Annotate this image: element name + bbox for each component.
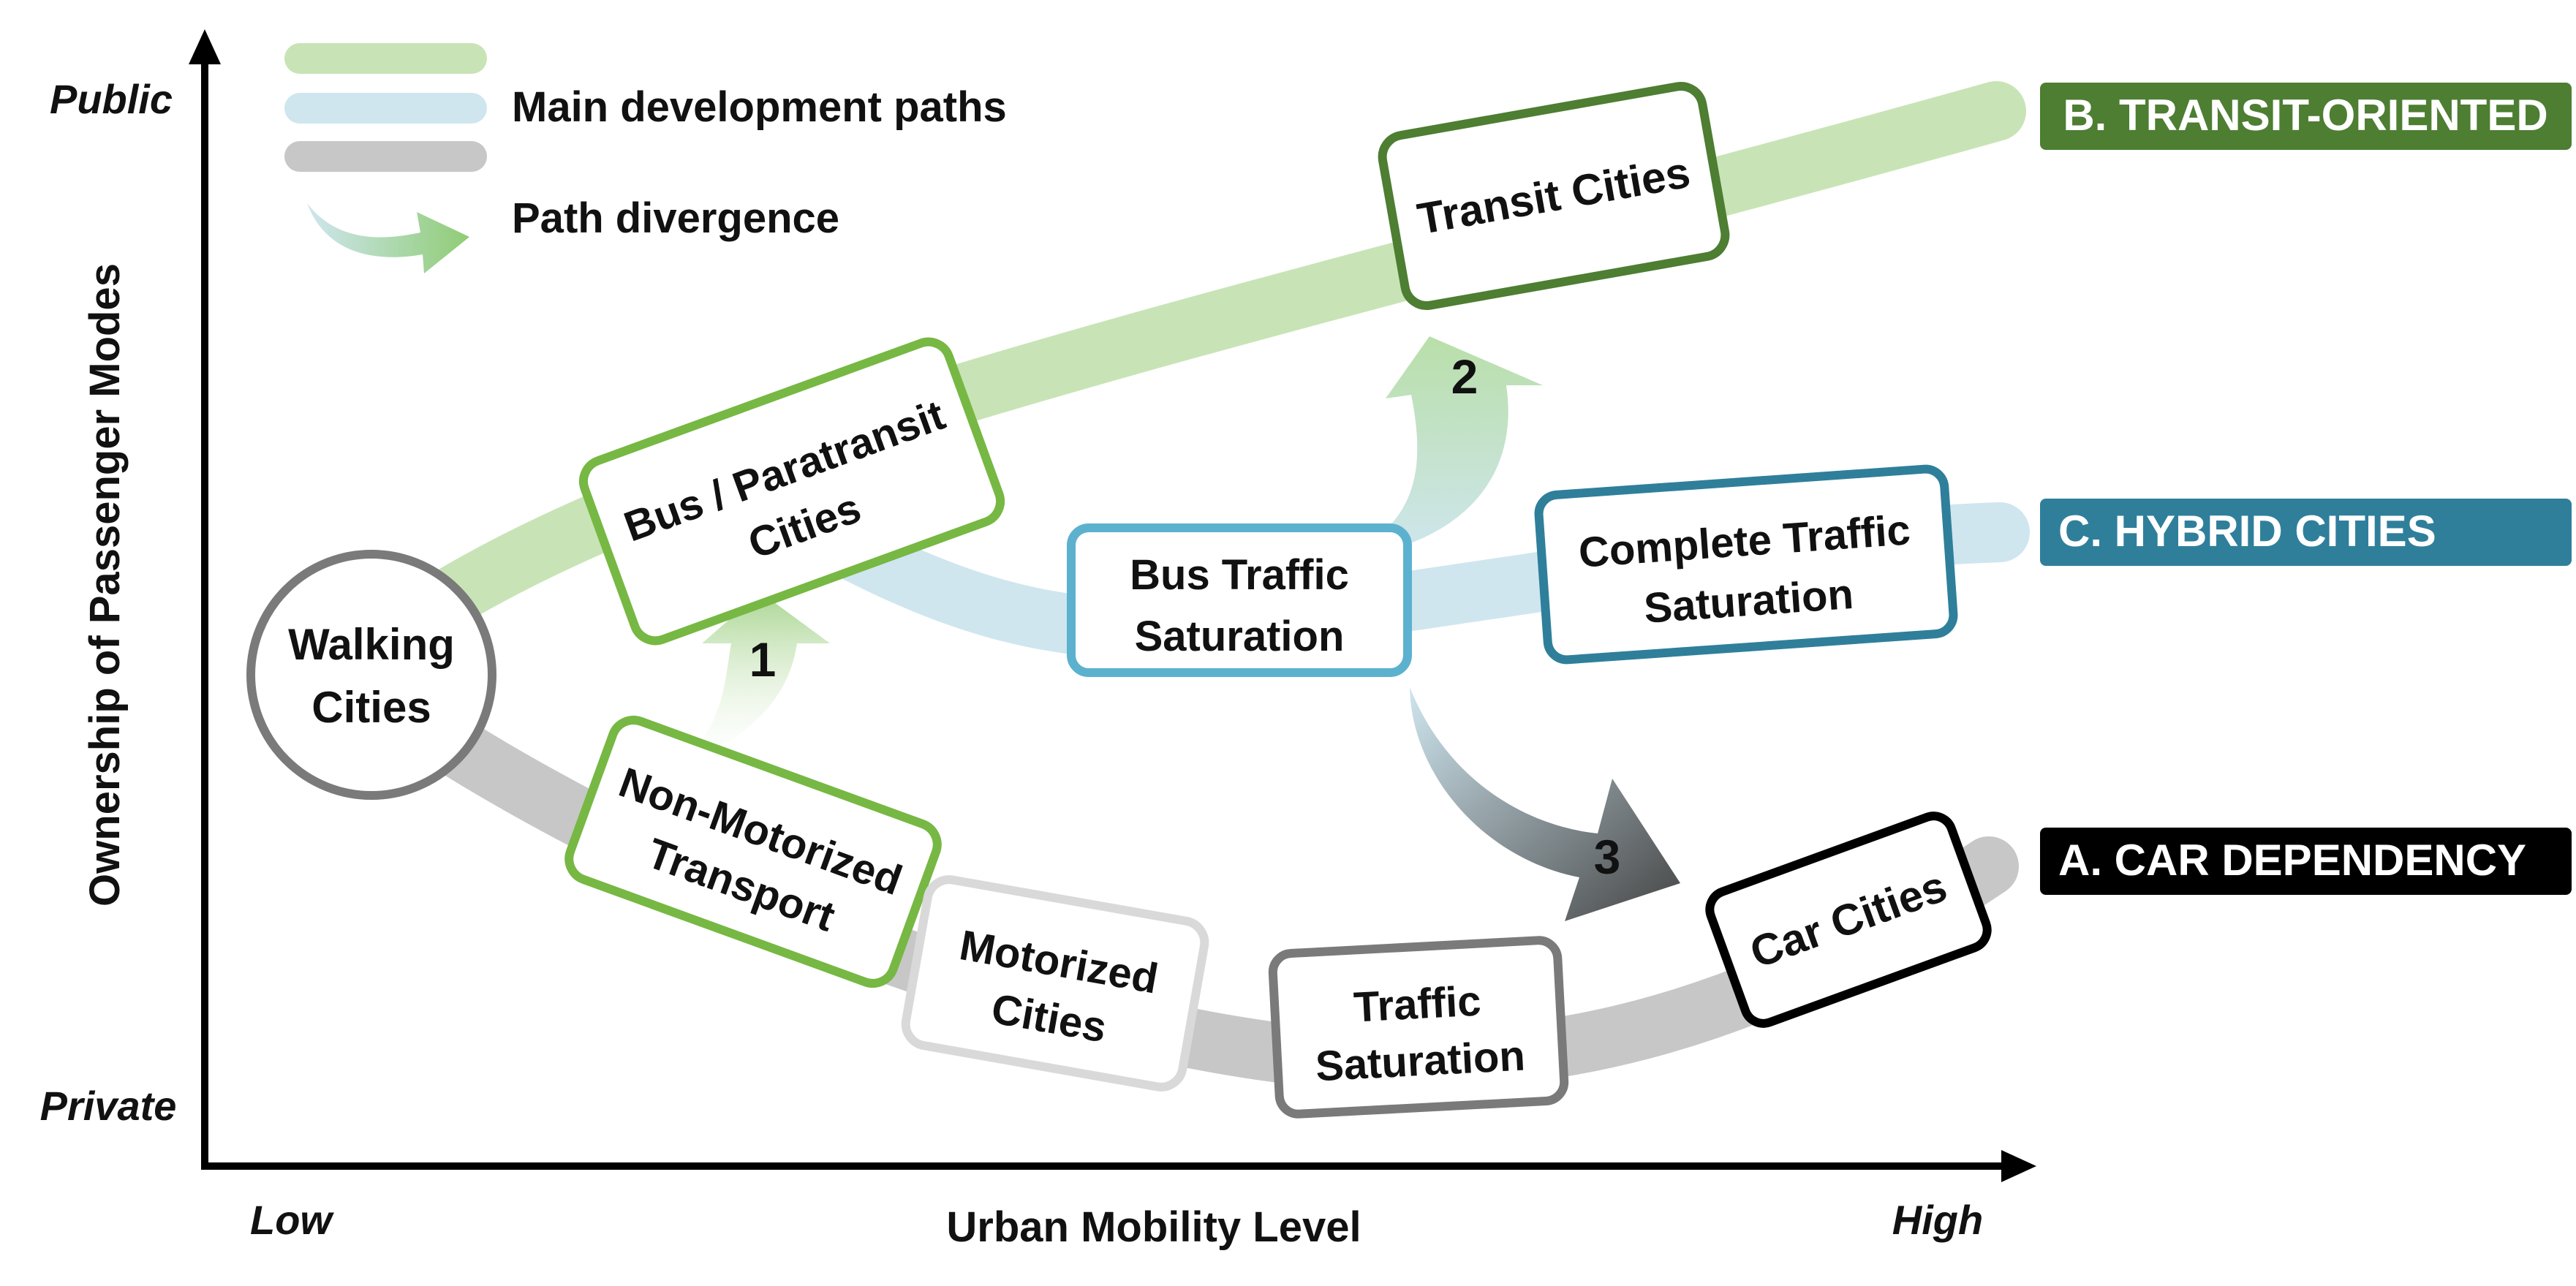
divergence-arrow-2: 2 [1338, 336, 1543, 559]
outcome-hybrid-cities: C. HYBRID CITIES [2040, 499, 2572, 566]
legend-divergence-arrow [307, 203, 469, 273]
legend-divergence-label: Path divergence [512, 194, 839, 242]
outcome-hybrid-label: C. HYBRID CITIES [2058, 507, 2436, 556]
node-transit-cities: Transit Cities [1378, 81, 1730, 311]
outcome-transit-label: B. TRANSIT-ORIENTED [2063, 91, 2547, 140]
y-axis-arrowhead [189, 29, 221, 64]
x-axis-label: Urban Mobility Level [946, 1203, 1361, 1251]
divergence-2-label: 2 [1451, 349, 1478, 404]
bus-traffic-sat-line-2: Saturation [1135, 613, 1345, 660]
divergence-arrow-3: 3 [1410, 687, 1680, 921]
y-top-label: Public [50, 76, 173, 122]
traffic-sat-line-1: Traffic [1353, 977, 1482, 1032]
outcome-car-dependency: A. CAR DEPENDENCY [2040, 828, 2572, 895]
divergence-arrow-1: 1 [680, 592, 830, 764]
outcome-car-label: A. CAR DEPENDENCY [2058, 836, 2526, 885]
divergence-3-label: 3 [1594, 830, 1621, 884]
node-complete-traffic-saturation: Complete Traffic Saturation [1534, 464, 1958, 665]
walking-line-2: Cities [311, 683, 431, 732]
walking-line-1: Walking [288, 620, 455, 669]
outcome-transit-oriented: B. TRANSIT-ORIENTED [2040, 83, 2572, 150]
node-traffic-saturation: Traffic Saturation [1268, 936, 1569, 1119]
node-bus-traffic-saturation: Bus Traffic Saturation [1067, 523, 1412, 677]
node-non-motorized-transport: Non-Motorized Transport [564, 716, 942, 988]
x-right-label: High [1892, 1197, 1983, 1243]
legend: Main development paths Path divergence [284, 43, 1007, 273]
y-bottom-label: Private [40, 1083, 177, 1129]
traffic-sat-line-2: Saturation [1315, 1032, 1527, 1090]
divergence-1-label: 1 [749, 632, 777, 687]
y-axis-label: Ownership of Passenger Modes [81, 263, 129, 907]
x-axis [201, 1150, 2036, 1182]
x-left-label: Low [250, 1197, 334, 1243]
legend-paths-label: Main development paths [512, 83, 1007, 131]
node-car-cities: Car Cities [1705, 812, 1992, 1028]
node-bus-paratransit-cities: Bus / Paratransit Cities [578, 337, 1005, 646]
y-axis [189, 29, 221, 1166]
node-walking-cities: Walking Cities [246, 550, 496, 800]
bus-traffic-sat-line-1: Bus Traffic [1130, 551, 1349, 599]
node-motorized-cities: Motorized Cities [901, 875, 1209, 1092]
x-axis-arrowhead [2001, 1150, 2036, 1182]
